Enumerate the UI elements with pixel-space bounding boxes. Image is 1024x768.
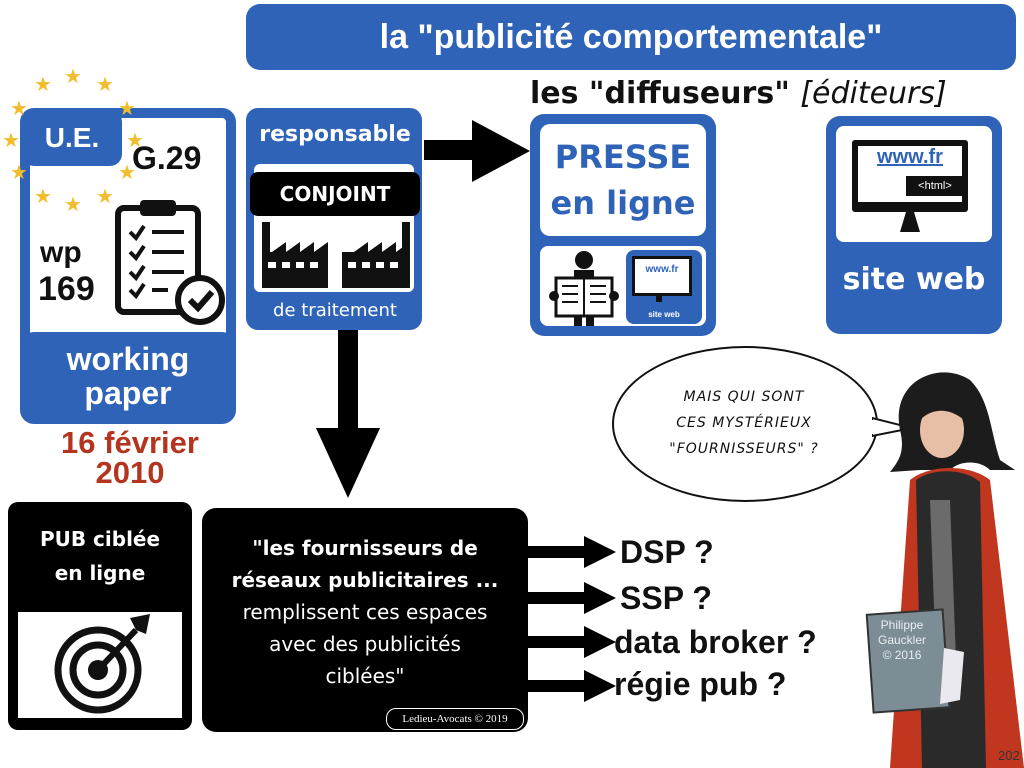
working-paper-line2: paper bbox=[84, 375, 172, 411]
quote-line1: "les fournisseurs de bbox=[252, 536, 478, 560]
mini-monitor-icon: www.fr bbox=[632, 256, 692, 296]
editeurs-label: [éditeurs] bbox=[800, 76, 947, 111]
html-code-tag: <html> bbox=[906, 176, 964, 196]
copyright-badge: Ledieu-Avocats © 2019 bbox=[386, 708, 524, 730]
star-icon: ★ bbox=[64, 66, 82, 88]
actor-ssp: SSP ? bbox=[620, 580, 712, 616]
actor-data-broker: data broker ? bbox=[614, 624, 817, 660]
eu-tag: U.E. bbox=[22, 110, 122, 166]
speech-bubble-text: MAIS QUI SONT CES MYSTÉRIEUX "FOURNISSEU… bbox=[626, 384, 862, 462]
star-icon: ★ bbox=[118, 98, 136, 120]
controller-bottom-label: de traitement bbox=[273, 300, 397, 321]
mini-url: www.fr bbox=[645, 264, 679, 275]
actor-dsp: DSP ? bbox=[620, 534, 714, 570]
quote-line4: avec des publicités bbox=[269, 632, 461, 656]
targeted-ad-line1: PUB ciblée bbox=[39, 527, 161, 551]
bubble-line1: MAIS QUI SONT bbox=[683, 389, 805, 405]
mini-website-label: site web bbox=[648, 310, 680, 319]
website-url: www.fr bbox=[877, 146, 943, 168]
quote-line2: réseaux publicitaires ... bbox=[231, 568, 499, 592]
slide-title: la "publicité comportementale" bbox=[246, 4, 1016, 70]
arrow-shaft bbox=[528, 680, 588, 692]
quote-card bbox=[202, 508, 528, 732]
working-paper-line1: working bbox=[66, 341, 190, 377]
diffuseurs-heading: les "diffuseurs" [éditeurs] bbox=[530, 76, 947, 111]
factory-icon bbox=[262, 222, 410, 288]
star-icon: ★ bbox=[64, 194, 82, 216]
speech-bubble-tail bbox=[872, 416, 912, 438]
press-line2: en ligne bbox=[550, 184, 696, 222]
arrow-right-icon bbox=[472, 120, 530, 182]
controller-top-label: responsable bbox=[259, 122, 411, 147]
star-icon: ★ bbox=[2, 130, 20, 152]
arrow-right-icon bbox=[584, 670, 616, 702]
arrow-shaft bbox=[424, 140, 474, 160]
credit-line1: Philippe bbox=[880, 618, 924, 632]
target-arrow-icon bbox=[54, 614, 150, 714]
arrow-shaft bbox=[338, 330, 358, 430]
star-icon: ★ bbox=[10, 162, 28, 184]
targeted-ad-line2: en ligne bbox=[54, 561, 146, 585]
quote-line3: remplissent ces espaces bbox=[242, 600, 488, 624]
star-icon: ★ bbox=[118, 162, 136, 184]
actor-regie-pub: régie pub ? bbox=[614, 666, 787, 702]
character-illustration bbox=[865, 372, 1024, 768]
website-label: site web bbox=[842, 262, 986, 297]
arrow-shaft bbox=[528, 636, 588, 648]
arrow-right-icon bbox=[584, 536, 616, 568]
clipboard-checklist-icon bbox=[115, 200, 225, 325]
mini-monitor-stand bbox=[656, 296, 662, 302]
arrow-shaft bbox=[528, 592, 588, 604]
arrow-down-icon bbox=[316, 428, 380, 498]
quote-text: "les fournisseurs de réseaux publicitair… bbox=[212, 532, 518, 692]
bubble-line3: "FOURNISSEURS" ? bbox=[669, 441, 819, 457]
quote-line5: ciblées" bbox=[325, 664, 405, 688]
wp-prefix: wp bbox=[40, 236, 82, 269]
monitor-stand-icon bbox=[900, 212, 920, 232]
credit-line2: Gauckler bbox=[877, 633, 927, 647]
wp-number: 169 bbox=[38, 270, 95, 308]
date-line2: 2010 bbox=[95, 455, 165, 490]
arrow-right-icon bbox=[584, 582, 616, 614]
illustration-credit: Philippe Gauckler © 2016 bbox=[870, 618, 934, 663]
working-paper-label: working paper bbox=[22, 332, 234, 422]
online-press-label: PRESSE en ligne bbox=[540, 124, 706, 236]
credit-line3: © 2016 bbox=[882, 648, 922, 662]
conjoint-badge: CONJOINT bbox=[250, 172, 420, 216]
targeted-ad-label: PUB ciblée en ligne bbox=[8, 522, 192, 590]
star-icon: ★ bbox=[34, 74, 52, 96]
arrow-right-icon bbox=[584, 626, 616, 658]
diffuseurs-label: les "diffuseurs" bbox=[530, 76, 790, 111]
bubble-line2: CES MYSTÉRIEUX bbox=[676, 415, 812, 431]
press-line1: PRESSE bbox=[554, 138, 692, 176]
newspaper-reader-icon bbox=[549, 251, 619, 326]
date-line1: 16 février bbox=[61, 425, 199, 460]
star-icon: ★ bbox=[96, 74, 114, 96]
star-icon: ★ bbox=[126, 130, 144, 152]
star-icon: ★ bbox=[96, 186, 114, 208]
page-number: 202 bbox=[998, 748, 1020, 763]
publication-date: 16 février 2010 bbox=[30, 425, 230, 490]
g29-label: G.29 bbox=[132, 140, 202, 176]
arrow-shaft bbox=[528, 546, 588, 558]
star-icon: ★ bbox=[34, 186, 52, 208]
